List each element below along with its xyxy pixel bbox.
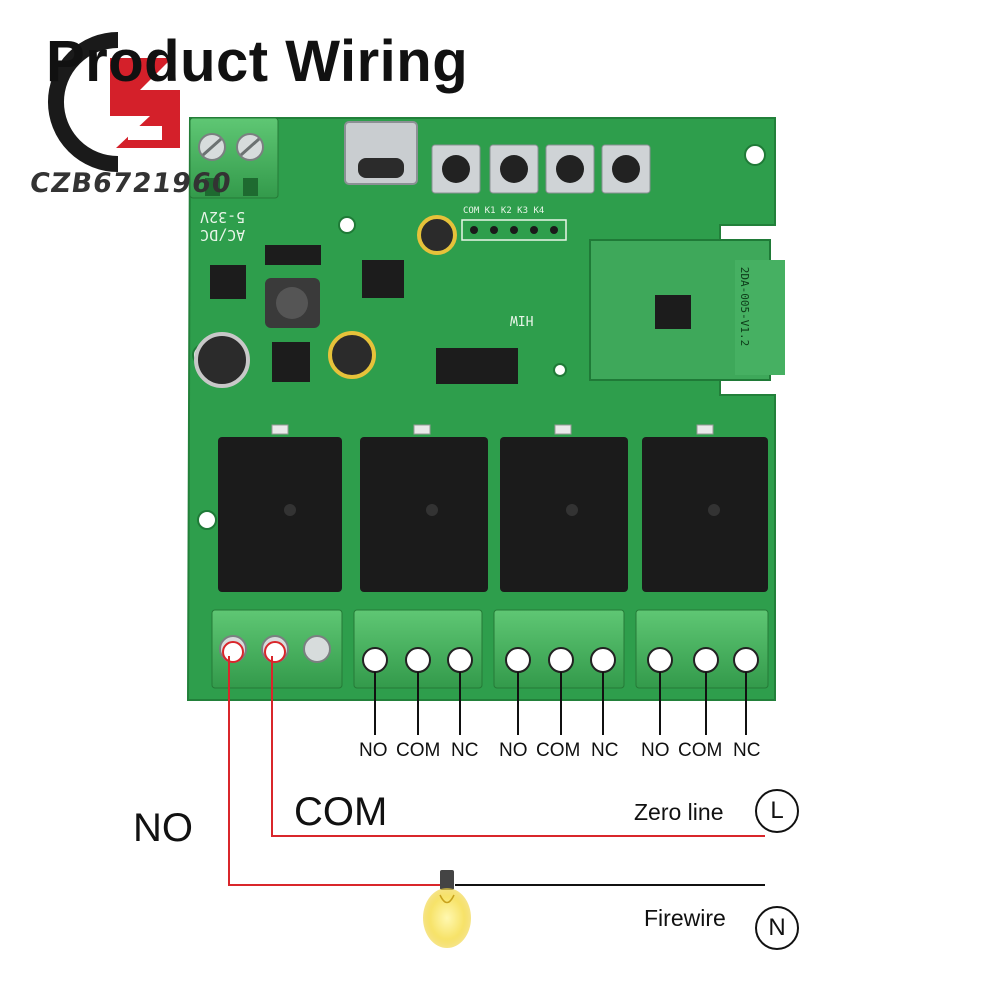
zero-line-label: Zero line bbox=[634, 799, 724, 825]
terminal-2-com: COM bbox=[396, 740, 441, 761]
module-label: 2DA-005-V1.2 bbox=[738, 266, 752, 347]
firewire-label: Firewire bbox=[644, 905, 726, 931]
output-terminal-4 bbox=[635, 609, 769, 689]
header-pins-label: COM K1 K2 K3 K4 bbox=[463, 206, 545, 216]
terminal-3-nc: NC bbox=[591, 740, 619, 761]
push-buttons bbox=[431, 144, 651, 194]
led-indicators bbox=[271, 424, 714, 435]
terminal-3-no: NO bbox=[499, 740, 528, 761]
firewire-symbol: N bbox=[755, 906, 799, 950]
inductor bbox=[265, 278, 320, 328]
terminal-leader-lines bbox=[374, 672, 747, 735]
input-type-label: AC/DC bbox=[200, 226, 246, 244]
com-wire-label: COM bbox=[294, 790, 388, 834]
usb-c-port bbox=[344, 121, 418, 185]
red-wires bbox=[222, 641, 765, 886]
capacitors bbox=[194, 215, 457, 388]
terminal-4-com: COM bbox=[678, 740, 723, 761]
light-bulb-icon bbox=[423, 870, 471, 948]
wifi-module bbox=[589, 239, 785, 381]
power-terminal bbox=[189, 117, 279, 199]
chip-label: HIW bbox=[510, 312, 534, 327]
output-terminal-3 bbox=[493, 609, 625, 689]
terminal-2-nc: NC bbox=[451, 740, 479, 761]
terminal-4-nc: NC bbox=[733, 740, 761, 761]
terminal-4-no: NO bbox=[641, 740, 670, 761]
relays bbox=[218, 437, 768, 592]
terminal-2-no: NO bbox=[359, 740, 388, 761]
brand-logo-icon bbox=[48, 32, 180, 172]
no-wire-label: NO bbox=[133, 806, 193, 850]
page-title: Product Wiring bbox=[46, 29, 469, 94]
ic-chips bbox=[210, 245, 518, 384]
watermark: CZB6721960 bbox=[27, 168, 234, 199]
pin-header bbox=[461, 219, 567, 241]
terminal-3-com: COM bbox=[536, 740, 581, 761]
zero-line-symbol: L bbox=[755, 789, 799, 833]
input-voltage-label: 5-32V bbox=[200, 208, 246, 226]
